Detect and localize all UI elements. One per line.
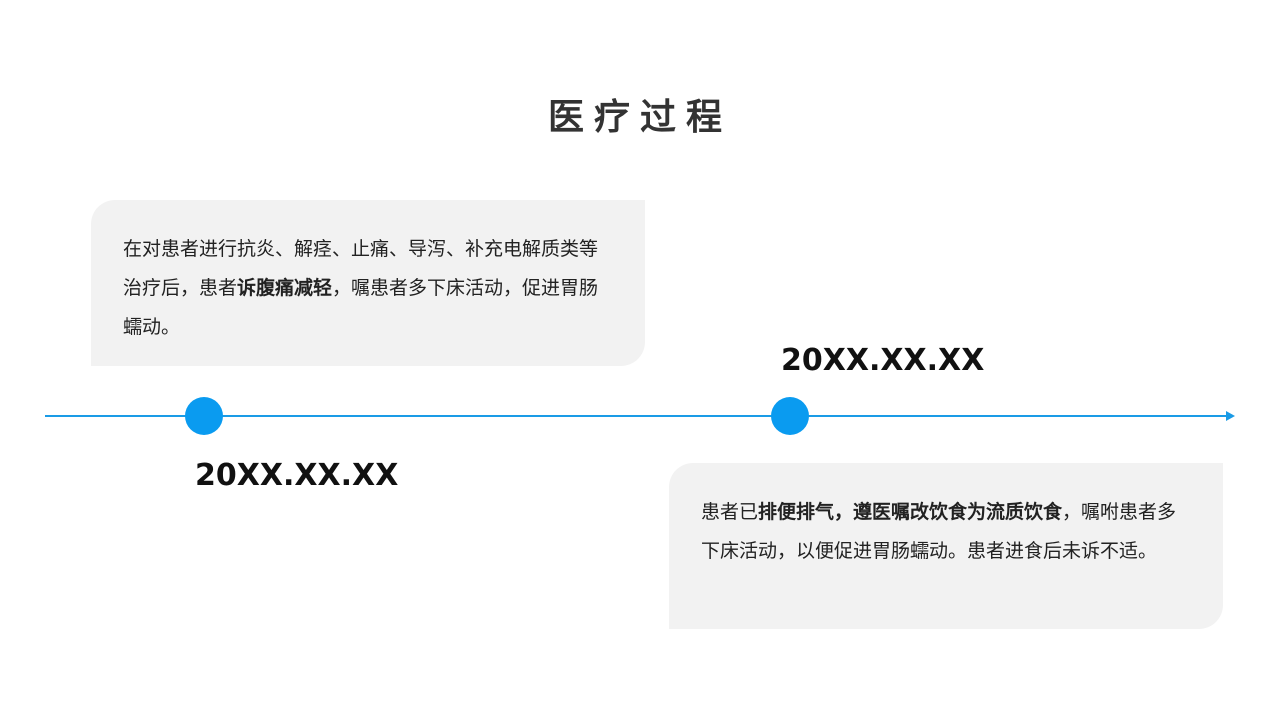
event-date-2: 20XX.XX.XX bbox=[781, 343, 985, 378]
timeline-line bbox=[45, 415, 1230, 417]
timeline-dot-1 bbox=[185, 397, 223, 435]
event-date-1: 20XX.XX.XX bbox=[195, 458, 399, 493]
event-card-2: 患者已排便排气，遵医嘱改饮食为流质饮食，嘱咐患者多下床活动，以便促进胃肠蠕动。患… bbox=[669, 463, 1223, 629]
timeline-dot-2 bbox=[771, 397, 809, 435]
arrow-icon bbox=[1226, 411, 1235, 421]
event-card-1: 在对患者进行抗炎、解痉、止痛、导泻、补充电解质类等治疗后，患者诉腹痛减轻，嘱患者… bbox=[91, 200, 645, 366]
page-title: 医疗过程 bbox=[547, 97, 732, 138]
